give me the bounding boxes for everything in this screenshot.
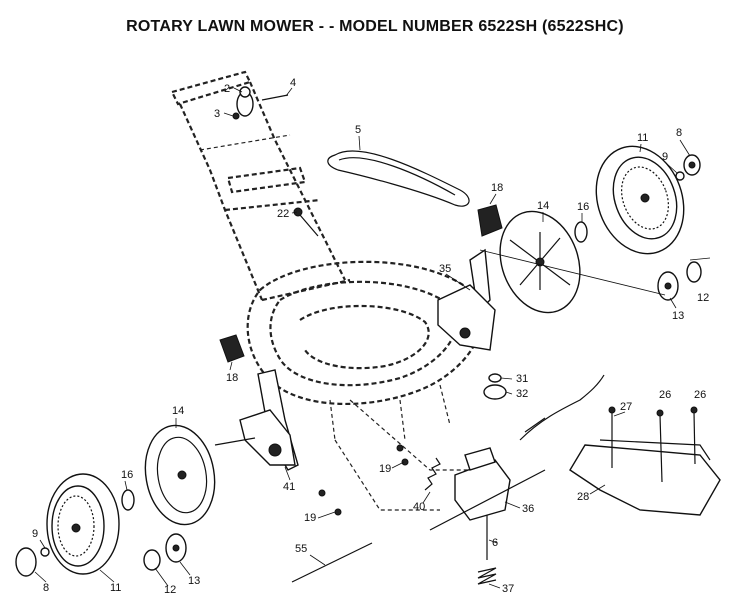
part-label: 16 xyxy=(121,469,133,481)
rear-wheel-assembly xyxy=(477,145,711,314)
part-label: 19 xyxy=(379,463,391,475)
part-label: 40 xyxy=(413,501,425,513)
mower-deck xyxy=(246,260,483,511)
part-label: 3 xyxy=(214,108,220,120)
part-label: 12 xyxy=(697,292,709,304)
height-bracket-35 xyxy=(437,248,496,351)
part-label: 8 xyxy=(43,582,49,593)
part-label: 35 xyxy=(439,263,451,275)
part-label: 8 xyxy=(676,127,682,139)
bolt-22 xyxy=(293,207,319,237)
drive-belt xyxy=(327,150,470,207)
part-label: 31 xyxy=(516,373,528,385)
part-label: 28 xyxy=(577,491,589,503)
part-label: 14 xyxy=(537,200,549,212)
part-label: 13 xyxy=(188,575,200,587)
part-label: 16 xyxy=(577,201,589,213)
part-label: 27 xyxy=(620,401,632,413)
part-label: 19 xyxy=(304,512,316,524)
front-wheel-assembly xyxy=(15,334,299,577)
skid-plate-28 xyxy=(569,406,721,516)
part-callouts: 2 3 4 5 6 8 8 9 9 11 11 12 12 13 13 14 1… xyxy=(32,77,709,593)
part-label: 2 xyxy=(224,83,230,95)
part-label: 9 xyxy=(32,528,38,540)
part-label: 14 xyxy=(172,405,184,417)
part-label: 12 xyxy=(164,584,176,593)
part-label: 41 xyxy=(283,481,295,493)
part-label: 6 xyxy=(492,537,498,549)
part-label: 5 xyxy=(355,124,361,136)
part-label: 32 xyxy=(516,388,528,400)
part-label: 4 xyxy=(290,77,296,89)
part-label: 36 xyxy=(522,503,534,515)
handle-knob xyxy=(232,86,289,120)
diagram-title: ROTARY LAWN MOWER - - MODEL NUMBER 6522S… xyxy=(126,18,624,35)
part-label: 37 xyxy=(502,583,514,593)
part-label: 11 xyxy=(110,582,121,593)
part-label: 22 xyxy=(277,208,289,220)
part-label: 18 xyxy=(226,372,238,384)
part-label: 26 xyxy=(694,389,706,401)
part-label: 26 xyxy=(659,389,671,401)
part-label: 55 xyxy=(295,543,307,555)
part-label: 11 xyxy=(637,132,648,144)
part-label: 18 xyxy=(491,182,503,194)
part-label: 9 xyxy=(662,151,668,163)
transmission-assembly xyxy=(291,373,605,585)
part-label: 13 xyxy=(672,310,684,322)
